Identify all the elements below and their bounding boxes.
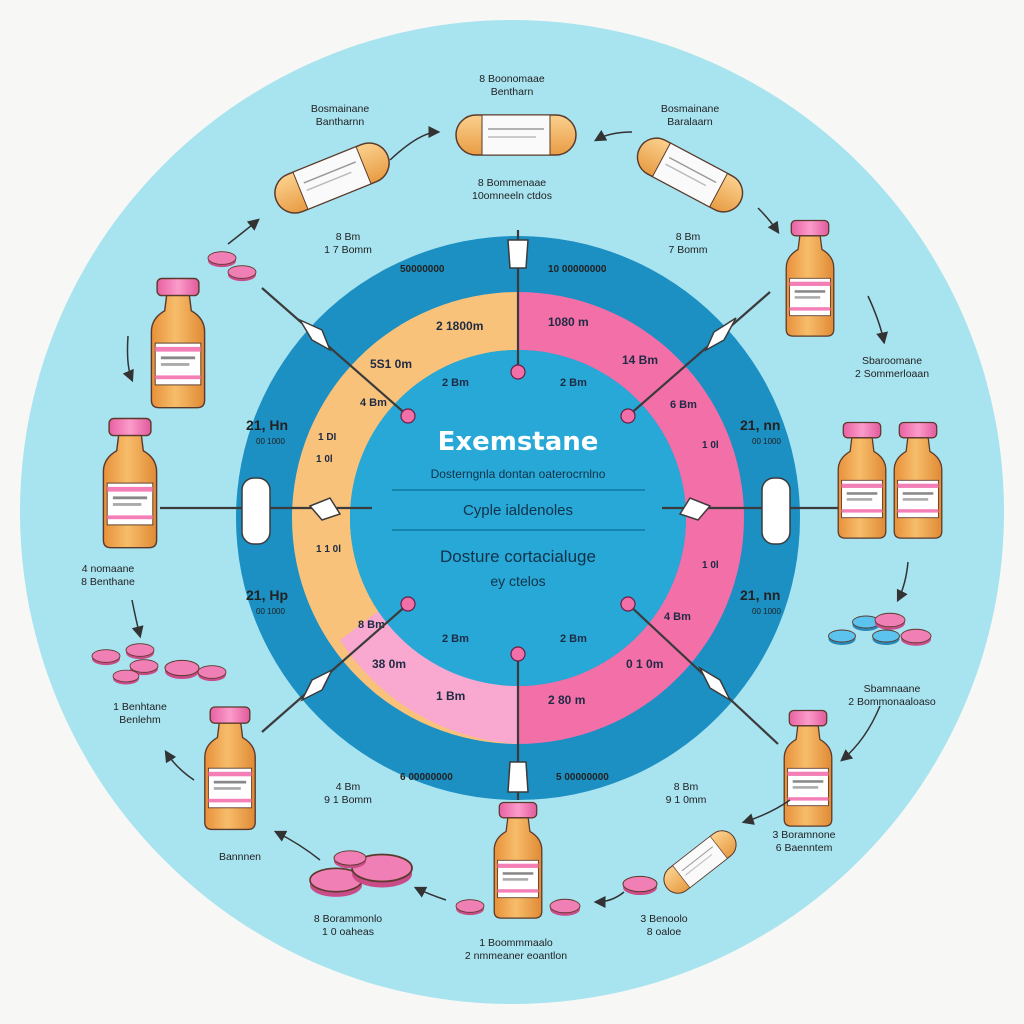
ring-label: 2 1800m [436, 319, 483, 333]
ring-label: 2 Bm [442, 377, 469, 389]
outer-label-line1: 3 Benoolo [640, 913, 687, 925]
center-disk [350, 350, 686, 686]
outer-label-line1: 3 Boramnone [772, 829, 835, 841]
ring-label: 1080 m [548, 315, 589, 329]
outer-label-line2: Bentharn [491, 86, 534, 98]
flow-arrows [122, 126, 909, 908]
side-label-left-bottom-sub: 00 1000 [256, 607, 285, 616]
rim-label-bottom-left: 6 00000000 [400, 772, 453, 783]
outer-label-line1: Sbaroomane [862, 355, 922, 367]
ring-label: 1 DI [318, 432, 337, 443]
outer-label-line1: 4 nomaane [82, 563, 135, 575]
ring-label: 5S1 0m [370, 357, 412, 371]
ring-label: 0 1 0m [626, 657, 663, 671]
outer-label-line2: 9 1 Bomm [324, 794, 372, 806]
outer-label-line1: 1 Boommmaalo [479, 937, 553, 949]
side-label-left-bottom: 21, Hp [246, 587, 288, 603]
ring-label: 14 Bm [622, 353, 658, 367]
center-lower-sub: ey ctelos [490, 573, 545, 589]
center-subtitle: Dosterngnla dontan oaterocrnlno [431, 467, 606, 481]
outer-labels: 8 BoonomaaeBentharnBosmainaneBantharnnBo… [81, 73, 936, 962]
outer-label-line1: 8 Boonomaae [479, 73, 545, 85]
ring-label: 2 Bm [560, 633, 587, 645]
outer-label-line1: Bannnen [219, 851, 261, 863]
spoke-endpoints [400, 364, 636, 662]
ring-label: 1 1 0l [316, 544, 341, 555]
outer-label-line2: 2 nmmeaner eoantlon [465, 950, 567, 962]
outer-label-line1: 8 Borammonlo [314, 913, 382, 925]
ring-label: 1 0l [702, 440, 719, 451]
outer-label-line2: 7 Bomm [668, 244, 707, 256]
ring-label: 2 Bm [442, 633, 469, 645]
outer-label-line2: 8 oaloe [647, 926, 682, 938]
outer-label-line2: 6 Baenntem [776, 842, 833, 854]
ring-label: 1 Bm [436, 689, 465, 703]
spoke-plungers [298, 239, 737, 793]
ring-label: 2 Bm [560, 377, 587, 389]
outer-label-line2: Baralaarn [667, 116, 713, 128]
ring-label: 1 0l [316, 454, 333, 465]
rim-label-top-right: 10 00000000 [548, 264, 607, 275]
side-markers [241, 477, 791, 545]
side-label-right-top-sub: 00 1000 [752, 437, 781, 446]
ring-label: 38 0m [372, 657, 406, 671]
outer-label-line2: 9 1 0mm [666, 794, 707, 806]
capsule-icon [455, 114, 577, 156]
side-label-right-top: 21, nn [740, 417, 780, 433]
light-pink-arc-bottom [340, 610, 518, 744]
center-title: Exemstane [438, 427, 599, 457]
outer-label-line1: Sbamnaane [864, 683, 921, 695]
outer-label-line1: 8 Bommenaae [478, 177, 546, 189]
outer-label-line2: 1 0 oaheas [322, 926, 374, 938]
ring-label: 4 Bm [664, 611, 691, 623]
ring-label: 1 0l [702, 560, 719, 571]
center-lower-title: Dosture cortacialuge [440, 547, 596, 566]
outer-label-line1: Bosmainane [311, 103, 370, 115]
rim-label-top-left: 50000000 [400, 264, 445, 275]
rim-label-bottom-right: 5 00000000 [556, 772, 609, 783]
pink-arc-bottom-right [518, 518, 744, 744]
side-label-right-bottom-sub: 00 1000 [752, 607, 781, 616]
outer-label-line2: 8 Benthane [81, 576, 135, 588]
outer-label-line1: 8 Bm [676, 231, 701, 243]
outer-label-line2: 2 Bommonaaloaso [848, 696, 936, 708]
center-band-label: Cyple ialdenoles [463, 502, 573, 519]
outer-label-line2: 10omneeln ctdos [472, 190, 552, 202]
ring-label: 8 Bm [358, 619, 385, 631]
outer-label-line1: 1 Benhtane [113, 701, 167, 713]
side-label-left-top-sub: 00 1000 [256, 437, 285, 446]
outer-label-line2: Benlehm [119, 714, 161, 726]
outer-label-line1: 8 Bm [674, 781, 699, 793]
outer-label-line1: 4 Bm [336, 781, 361, 793]
outer-label-line2: 1 7 Bomm [324, 244, 372, 256]
ring-label: 6 Bm [670, 399, 697, 411]
outer-label-line1: 8 Bm [336, 231, 361, 243]
ring-label: 4 Bm [360, 397, 387, 409]
side-label-right-bottom: 21, nn [740, 587, 780, 603]
ring-label: 2 80 m [548, 693, 585, 707]
pink-arc-top-right [518, 292, 744, 518]
outer-label-line2: Bantharnn [316, 116, 365, 128]
orange-arc-top-left [292, 292, 518, 518]
outer-label-line2: 2 Sommerloaan [855, 368, 929, 380]
outer-label-line1: Bosmainane [661, 103, 720, 115]
side-label-left-top: 21, Hn [246, 417, 288, 433]
